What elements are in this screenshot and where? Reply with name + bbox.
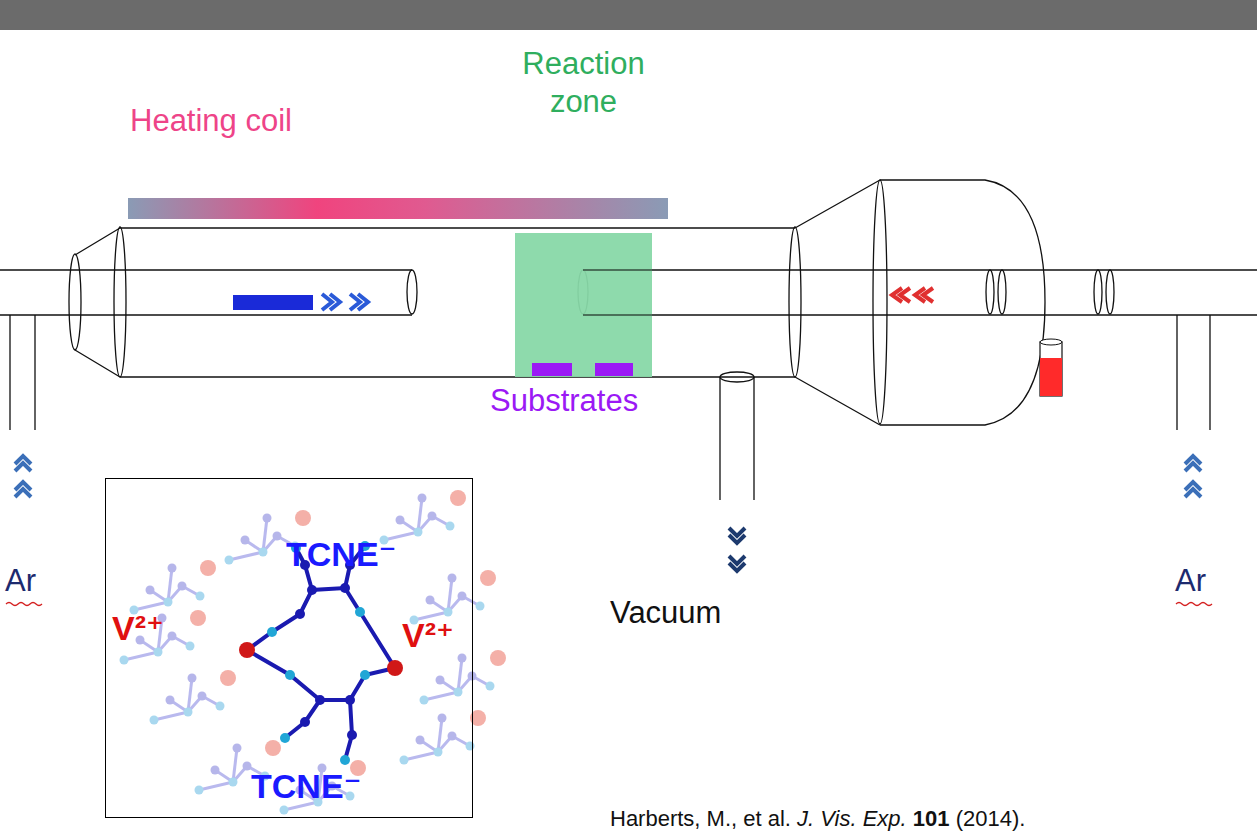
substrate	[595, 363, 633, 376]
gas-label: Ar	[5, 563, 36, 599]
molecule-background	[120, 490, 507, 815]
heating-coil	[128, 198, 668, 219]
ion-label: V²⁺	[402, 616, 454, 655]
reaction-zone-fill	[515, 233, 652, 377]
precursor-vial	[1040, 339, 1062, 396]
citation-part: J. Vis. Exp.	[797, 806, 907, 831]
substrate	[532, 363, 572, 376]
ion-label: V²⁺	[112, 609, 164, 648]
coil-label: Heating coil	[130, 103, 292, 139]
citation: Harberts, M., et al. J. Vis. Exp. 101 (2…	[610, 806, 1025, 831]
molecule-label: TCNE⁻	[251, 767, 362, 806]
pump-label: Vacuum	[610, 595, 721, 631]
inset-structure-box: TCNE⁻ V²⁺ V²⁺ TCNE⁻	[105, 478, 473, 818]
citation-part: (2014).	[956, 806, 1026, 831]
reaction-zone: Reaction zone	[515, 233, 652, 377]
zone-label: Reaction zone	[485, 45, 682, 121]
substrate-label: Substrates	[490, 383, 638, 419]
tcne-boat	[233, 295, 313, 310]
v-tcne-ring	[239, 541, 403, 765]
citation-part: 101	[913, 806, 950, 831]
gas-label: Ar	[1175, 563, 1206, 599]
molecule-label: TCNE⁻	[286, 535, 397, 574]
top-bar	[0, 0, 1257, 30]
citation-part: Harberts, M., et al.	[610, 806, 791, 831]
